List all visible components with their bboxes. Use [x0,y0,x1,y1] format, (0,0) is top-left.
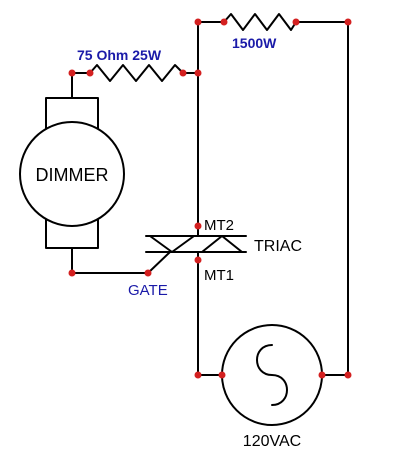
motor-body [19,121,125,227]
node [194,18,202,26]
gate-label: GATE [128,282,168,299]
node [218,371,226,379]
node [86,69,94,77]
series-resistor-label: 75 Ohm 25W [77,47,162,63]
connection-nodes [68,18,352,379]
wire-gate-lead [147,251,171,274]
node [144,269,152,277]
wire-motor-top [71,72,91,99]
triac-left-diode-b [171,235,195,253]
node [194,371,202,379]
bypass-resistor-symbol [223,13,297,31]
mt1-label: MT1 [204,267,234,284]
node [179,69,187,77]
node [344,18,352,26]
source-sine-wave [256,344,288,406]
mt2-label: MT2 [204,217,234,234]
wire-motor-bottom-gate [71,247,149,274]
dimmer-label: DIMMER [36,165,109,185]
node [194,256,202,264]
ac-source-icon [221,324,323,426]
node [194,222,202,230]
node [68,69,76,77]
triac-right-diode-b [221,235,243,253]
node [292,18,300,26]
dc-motor-icon [19,97,125,249]
bypass-resistor-label: 1500W [232,35,277,51]
node [344,371,352,379]
triac-label: TRIAC [254,238,302,255]
triac-left-diode-a [149,235,173,253]
node [68,269,76,277]
node [220,18,228,26]
triac-right-diode-a [201,235,223,253]
node [194,69,202,77]
source-label: 120VAC [243,433,301,450]
series-resistor-symbol [89,64,184,82]
node [318,371,326,379]
